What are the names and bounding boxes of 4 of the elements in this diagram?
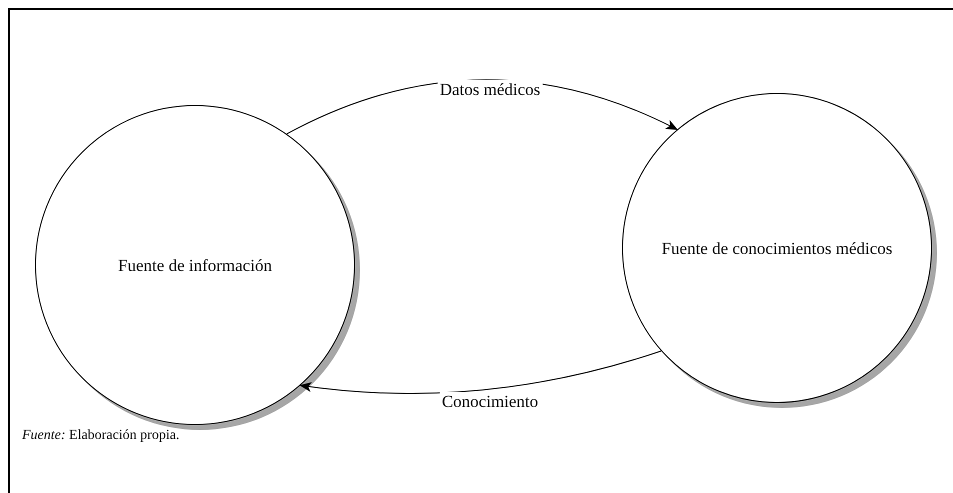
curved-arrow xyxy=(299,350,662,394)
caption: Fuente: Elaboración propia. xyxy=(22,428,180,444)
node-label: Fuente de información xyxy=(118,254,272,276)
node-label: Fuente de conocimientos médicos xyxy=(662,238,892,258)
